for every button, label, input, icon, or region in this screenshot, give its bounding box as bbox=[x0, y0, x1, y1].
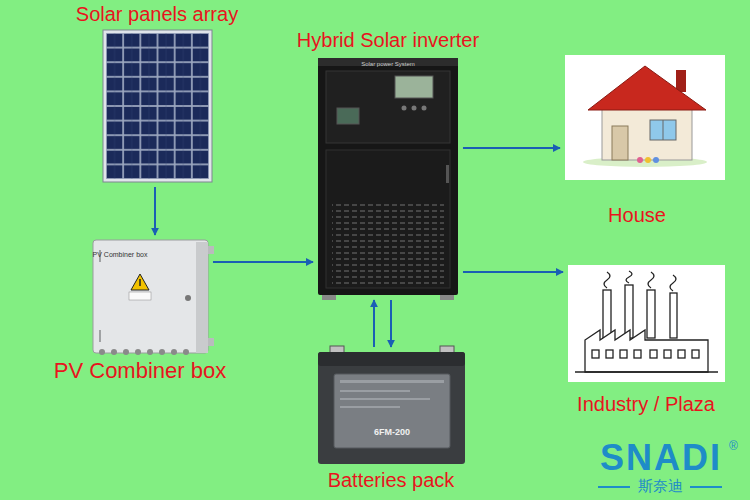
inverter-cabinet bbox=[318, 58, 458, 300]
shape-frame bbox=[565, 55, 725, 180]
model-number: 6FM-200 bbox=[374, 428, 410, 438]
device-label: Solar power System bbox=[361, 61, 415, 68]
shape-frame bbox=[318, 352, 465, 464]
solar-array: Solar panels array bbox=[76, 3, 238, 182]
device-label: PV Combiner box bbox=[93, 251, 148, 259]
node-heading: Hybrid Solar inverter bbox=[297, 29, 479, 52]
battery-pack: Batteries pack bbox=[318, 352, 465, 492]
flow-arrow bbox=[154, 187, 156, 235]
flow-arrow bbox=[213, 261, 313, 263]
house-box: House bbox=[565, 55, 725, 227]
industry-box: Industry / Plaza bbox=[568, 265, 725, 416]
node-heading: House bbox=[608, 204, 666, 227]
logo-dash bbox=[598, 486, 630, 488]
flow-arrow bbox=[463, 271, 563, 273]
flow-arrow bbox=[463, 147, 560, 149]
node-heading: Solar panels array bbox=[76, 3, 238, 26]
flow-arrow bbox=[390, 300, 392, 347]
trademark-sign: ® bbox=[729, 440, 738, 453]
node-heading: PV Combiner box bbox=[54, 358, 226, 383]
flow-arrow bbox=[373, 300, 375, 347]
combiner-box bbox=[93, 240, 214, 355]
node-heading: Batteries pack bbox=[328, 469, 455, 492]
logo-dash bbox=[690, 486, 722, 488]
battery-picture bbox=[318, 346, 465, 464]
node-heading: Industry / Plaza bbox=[577, 393, 715, 416]
brand-logo: SNADI bbox=[600, 438, 722, 478]
brand-chinese: 斯奈迪 bbox=[638, 478, 683, 495]
shape-frame bbox=[318, 58, 458, 295]
house-picture bbox=[565, 55, 725, 180]
shape-frame bbox=[568, 265, 725, 382]
inverter: Hybrid Solar inverter bbox=[297, 29, 479, 295]
factory-sketch bbox=[568, 265, 725, 382]
combiner-box: PV Combiner box bbox=[54, 240, 226, 383]
solar-panel bbox=[103, 30, 212, 182]
shape-frame bbox=[103, 30, 212, 182]
